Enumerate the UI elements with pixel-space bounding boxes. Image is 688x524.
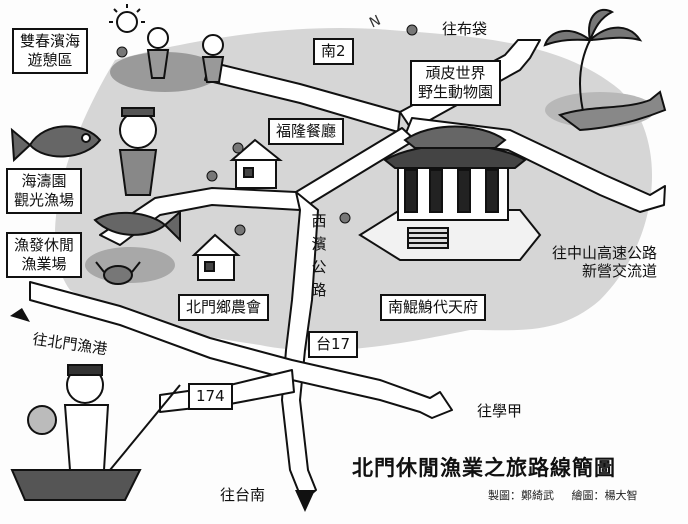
place-shuangchun-line1: 雙春濱海: [20, 32, 81, 50]
xibin-char-1: 西: [311, 212, 327, 230]
map-title: 北門休閒漁業之旅路線簡圖: [352, 456, 616, 480]
house-farmers: [191, 233, 241, 281]
xibin-char-2: 濱: [311, 235, 327, 253]
road-to-xuejia: [29, 281, 453, 419]
palm-tree-illustration: [543, 8, 643, 121]
place-haitao: 海濤園 觀光漁場: [6, 168, 83, 214]
temple-illustration: [358, 125, 542, 261]
direction-highway-line1: 往中山高速公路: [552, 244, 658, 262]
place-shuangchun-line2: 遊憩區: [27, 51, 73, 69]
crocodile-illustration: [557, 90, 667, 132]
fish-illustration: [10, 125, 102, 163]
road-label-xibin: 西 濱 公 路: [310, 210, 328, 302]
place-haitao-line2: 觀光漁場: [14, 191, 75, 209]
place-haitao-line1: 海濤園: [21, 172, 67, 190]
place-beimen-farmers: 北門鄉農會: [178, 294, 270, 321]
kids-illustration: [146, 27, 225, 83]
place-wanpi-line1: 頑皮世界: [425, 64, 486, 82]
credit-design: 製圖：鄭綺武: [488, 489, 554, 502]
place-yufa: 漁發休閒 漁業場: [6, 232, 83, 278]
place-shuangchun: 雙春濱海 遊憩區: [12, 28, 89, 74]
boat-fisherman-illustration: [10, 364, 181, 501]
house-fulong: [229, 138, 283, 189]
arrow-to-beimen-harbor: [10, 308, 30, 322]
direction-highway-line2: 新營交流道: [582, 262, 658, 280]
direction-to-tainan: 往台南: [220, 486, 266, 504]
crab-illustration: [95, 261, 141, 285]
road-label-174: 174: [188, 383, 233, 410]
place-yufa-line2: 漁業場: [21, 255, 67, 273]
blue-fish-illustration: [93, 209, 181, 243]
place-wanpi: 頑皮世界 野生動物園: [410, 60, 502, 106]
sun-illustration: [109, 4, 145, 33]
arrow-to-tainan: [295, 490, 315, 512]
place-fulong-restaurant: 福隆餐廳: [268, 118, 345, 145]
map-credits: 製圖：鄭綺武 繪圖：楊大智: [488, 487, 652, 503]
direction-to-bubudai: 往布袋: [442, 20, 488, 38]
road-label-tai17: 台17: [308, 331, 359, 358]
credit-illustration: 繪圖：楊大智: [571, 489, 638, 502]
xibin-char-3: 公: [311, 258, 327, 276]
direction-to-xuejia: 往學甲: [477, 402, 523, 420]
fisherman-illustration: [118, 107, 158, 196]
location-dots: [116, 24, 418, 236]
place-nankunshen-temple: 南鯤鯓代天府: [380, 294, 487, 321]
place-yufa-line1: 漁發休閒: [14, 236, 75, 254]
direction-to-highway: 往中山高速公路 新營交流道: [552, 244, 657, 280]
place-wanpi-line2: 野生動物園: [418, 83, 494, 101]
road-label-south2: 南2: [313, 38, 354, 65]
xibin-char-4: 路: [311, 281, 327, 299]
